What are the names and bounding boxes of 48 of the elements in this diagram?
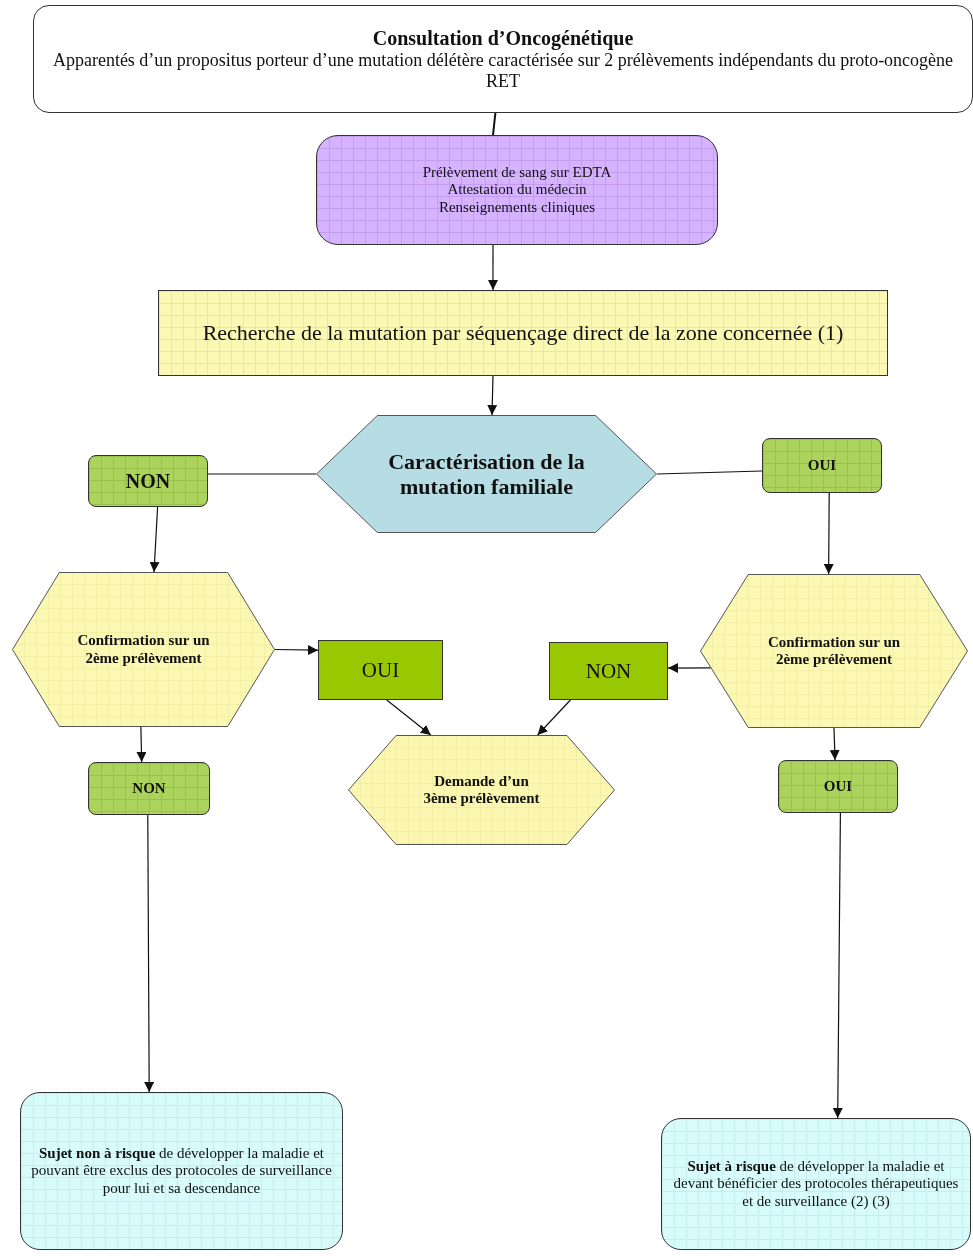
box-text: OUI — [361, 657, 400, 683]
arrow — [829, 727, 840, 761]
outcome-box — [661, 1118, 971, 1250]
connector-line — [492, 112, 497, 136]
arrow — [832, 812, 843, 1119]
answer-box — [762, 438, 882, 493]
box-text: Apparentés d’un propositus porteur d’une mutation délétère caractérisée sur 2 prélèvements indépendants du proto-oncogène RET — [51, 49, 955, 92]
process-box — [158, 290, 888, 376]
answer-box — [318, 640, 443, 700]
box-text: Confirmation sur un 2ème prélèvement — [766, 633, 902, 669]
arrow — [823, 492, 834, 575]
box-text: Attestation du médecin — [447, 181, 587, 199]
box-text: NON — [125, 469, 171, 493]
arrow — [667, 663, 712, 674]
answer-box — [88, 762, 210, 815]
box-text: Demande d’un 3ème prélèvement — [422, 772, 541, 808]
decision-hexagon — [316, 415, 657, 533]
box-text: NON — [585, 658, 632, 684]
decision-hexagon — [700, 574, 968, 728]
box-text: Renseignements cliniques — [438, 198, 596, 216]
box-text: Recherche de la mutation par séquençage direct de la zone concernée (1) — [202, 320, 844, 346]
arrow — [488, 244, 498, 291]
arrow — [536, 699, 571, 736]
process-hexagon — [348, 735, 615, 845]
box-text: Sujet à risque de développer la maladie et devant bénéficier des protocoles thérapeutiques et de surveillance (2) (3) — [672, 1158, 960, 1210]
box-text: Sujet non à risque de développer la maladie et pouvant être exclus des protocoles de surveillance pour lui et sa descendance — [30, 1145, 333, 1197]
connector-line — [656, 470, 763, 475]
box-text: OUI — [807, 456, 837, 475]
box-text: Caractérisation de la mutation familiale — [387, 448, 586, 500]
arrow — [144, 814, 155, 1093]
box-heading: Consultation d’Oncogénétique — [372, 26, 634, 50]
outcome-box — [20, 1092, 343, 1250]
arrow — [149, 506, 160, 573]
answer-box — [88, 455, 208, 507]
arrow — [386, 699, 432, 736]
arrow — [136, 726, 147, 763]
answer-box — [549, 642, 668, 700]
connector-line — [207, 473, 317, 475]
box-text: OUI — [823, 777, 853, 796]
box-text: Confirmation sur un 2ème prélèvement — [76, 632, 211, 667]
box-text: Prélèvement de sang sur EDTA — [422, 164, 612, 182]
process-box — [316, 135, 718, 245]
arrow — [274, 645, 319, 656]
decision-hexagon — [12, 572, 275, 727]
arrow — [487, 375, 498, 416]
answer-box — [778, 760, 898, 813]
header-box — [33, 5, 973, 113]
box-text: NON — [132, 779, 166, 798]
